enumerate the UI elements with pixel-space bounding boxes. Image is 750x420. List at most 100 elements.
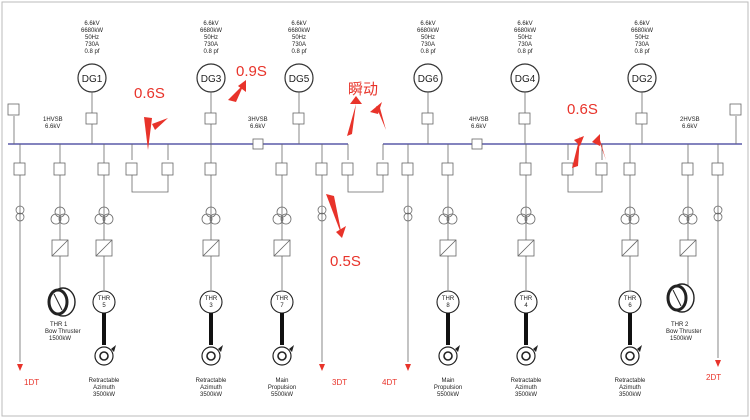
generator-spec-line: 0.8 pf [420, 49, 435, 55]
thruster-number: 5 [102, 303, 106, 309]
generator-spec-line: 6.6kV [203, 21, 218, 27]
generator-spec-line: 6.6kV [634, 21, 649, 27]
thruster-id: THR [520, 296, 533, 302]
generator-spec-line: 6680kW [81, 28, 103, 34]
generator-spec-line: 6.6kV [291, 21, 306, 27]
generator-spec-line: 730A [421, 42, 435, 48]
thruster-description: Azimuth [619, 385, 641, 391]
thruster-group: THR5RetractableAzimuth3500kWTHR3Retracta… [89, 290, 646, 398]
generator-label: DG5 [289, 74, 310, 85]
bus-tie-breaker-4 [471, 138, 483, 150]
feeder-transformer [276, 206, 288, 218]
generator-label: DG4 [515, 74, 536, 85]
thruster-description: Propulsion [268, 385, 296, 391]
main-busbar [8, 138, 742, 150]
generator-spec-line: 50Hz [85, 35, 99, 41]
bow-thruster-left: THR 1 Bow Thruster 1500kW [45, 287, 81, 342]
hvsb4-voltage: 6.6kV [471, 124, 486, 130]
thruster-description: 5500kW [437, 392, 459, 398]
annotation-right-06s: 0.6S [567, 101, 598, 118]
label-4dt: 4DT [382, 378, 397, 387]
label-2dt: 2DT [706, 373, 721, 382]
thruster-motor [514, 290, 538, 314]
generator-spec-line: 50Hz [518, 35, 532, 41]
thruster-shaft [446, 313, 450, 345]
hvsb2-name: 2HVSB [680, 117, 700, 123]
generator-spec-line: 730A [635, 42, 649, 48]
thruster-description: 3500kW [93, 392, 115, 398]
thruster-description: 3500kW [200, 392, 222, 398]
annotation-05s: 0.5S [330, 253, 361, 270]
thruster-shaft [628, 313, 632, 345]
feeder-transformer [205, 206, 217, 218]
thruster-number: 4 [524, 303, 528, 309]
feeder-breaker [441, 162, 454, 176]
thruster-id: THR [442, 296, 455, 302]
thruster-description: Retractable [89, 378, 120, 384]
hvsb1-voltage: 6.6kV [45, 124, 60, 130]
feeder-transformer [624, 206, 636, 218]
generator-spec-line: 0.8 pf [517, 49, 532, 55]
generator-spec-line: 50Hz [204, 35, 218, 41]
bus-tie-breaker-3 [252, 138, 264, 150]
generator-spec-line: 0.8 pf [634, 49, 649, 55]
generator-spec-line: 6680kW [417, 28, 439, 34]
feeder-breaker [204, 162, 217, 176]
thruster-shaft [102, 313, 106, 345]
hvsb2-voltage: 6.6kV [682, 124, 697, 130]
generator-spec-line: 0.8 pf [203, 49, 218, 55]
bow-left-label-3: 1500kW [49, 336, 71, 342]
feeder-transformer [54, 206, 66, 218]
thruster-id: THR [276, 296, 289, 302]
feeder-transformer [682, 206, 694, 218]
feeder-breaker [623, 162, 636, 176]
bow-thruster-right: THR 2 Bow Thruster 1500kW [666, 283, 702, 342]
feeder-breaker [53, 162, 66, 176]
bow-right-label-2: Bow Thruster [666, 329, 702, 335]
generator-spec-line: 6.6kV [517, 21, 532, 27]
generator-spec-line: 6680kW [288, 28, 310, 34]
generator-spec-line: 6.6kV [420, 21, 435, 27]
feeder-breaker [97, 162, 110, 176]
annotation-instant: 瞬动 [348, 81, 378, 98]
generator-spec-line: 730A [292, 42, 306, 48]
thruster-number: 6 [628, 303, 632, 309]
generator-spec-line: 6680kW [200, 28, 222, 34]
annotation-09s: 0.9S [236, 63, 267, 80]
generator-spec-line: 50Hz [421, 35, 435, 41]
hvsb1-name: 1HVSB [43, 117, 63, 123]
generator-spec-line: 50Hz [635, 35, 649, 41]
thruster-description: Main [441, 378, 454, 384]
thruster-motor [436, 290, 460, 314]
thruster-number: 7 [280, 303, 284, 309]
generator-label: DG6 [418, 74, 439, 85]
hvsb3-name: 3HVSB [248, 117, 268, 123]
thruster-description: 5500kW [271, 392, 293, 398]
thruster-motor [618, 290, 642, 314]
generator-spec-line: 0.8 pf [291, 49, 306, 55]
thruster-motor [92, 290, 116, 314]
thruster-motor [270, 290, 294, 314]
thruster-description: Main [275, 378, 288, 384]
distribution-transformers: 1DT 3DT 4DT 2DT [13, 144, 724, 387]
feeder-transformer [98, 206, 110, 218]
bow-left-label-2: Bow Thruster [45, 329, 81, 335]
label-3dt: 3DT [332, 378, 347, 387]
feeder-breaker [519, 162, 532, 176]
feeder-group [50, 144, 698, 290]
feeder-transformer [520, 206, 532, 218]
thruster-id: THR [98, 296, 111, 302]
feeder-breaker [275, 162, 288, 176]
thruster-description: Azimuth [515, 385, 537, 391]
thruster-id: THR [624, 296, 637, 302]
generator-spec-line: 730A [518, 42, 532, 48]
thruster-number: 8 [446, 303, 450, 309]
generator-spec-line: 730A [85, 42, 99, 48]
bus-couplers [125, 144, 608, 193]
hvsb3-voltage: 6.6kV [250, 124, 265, 130]
thruster-shaft [524, 313, 528, 345]
hvsb4-name: 4HVSB [469, 117, 489, 123]
